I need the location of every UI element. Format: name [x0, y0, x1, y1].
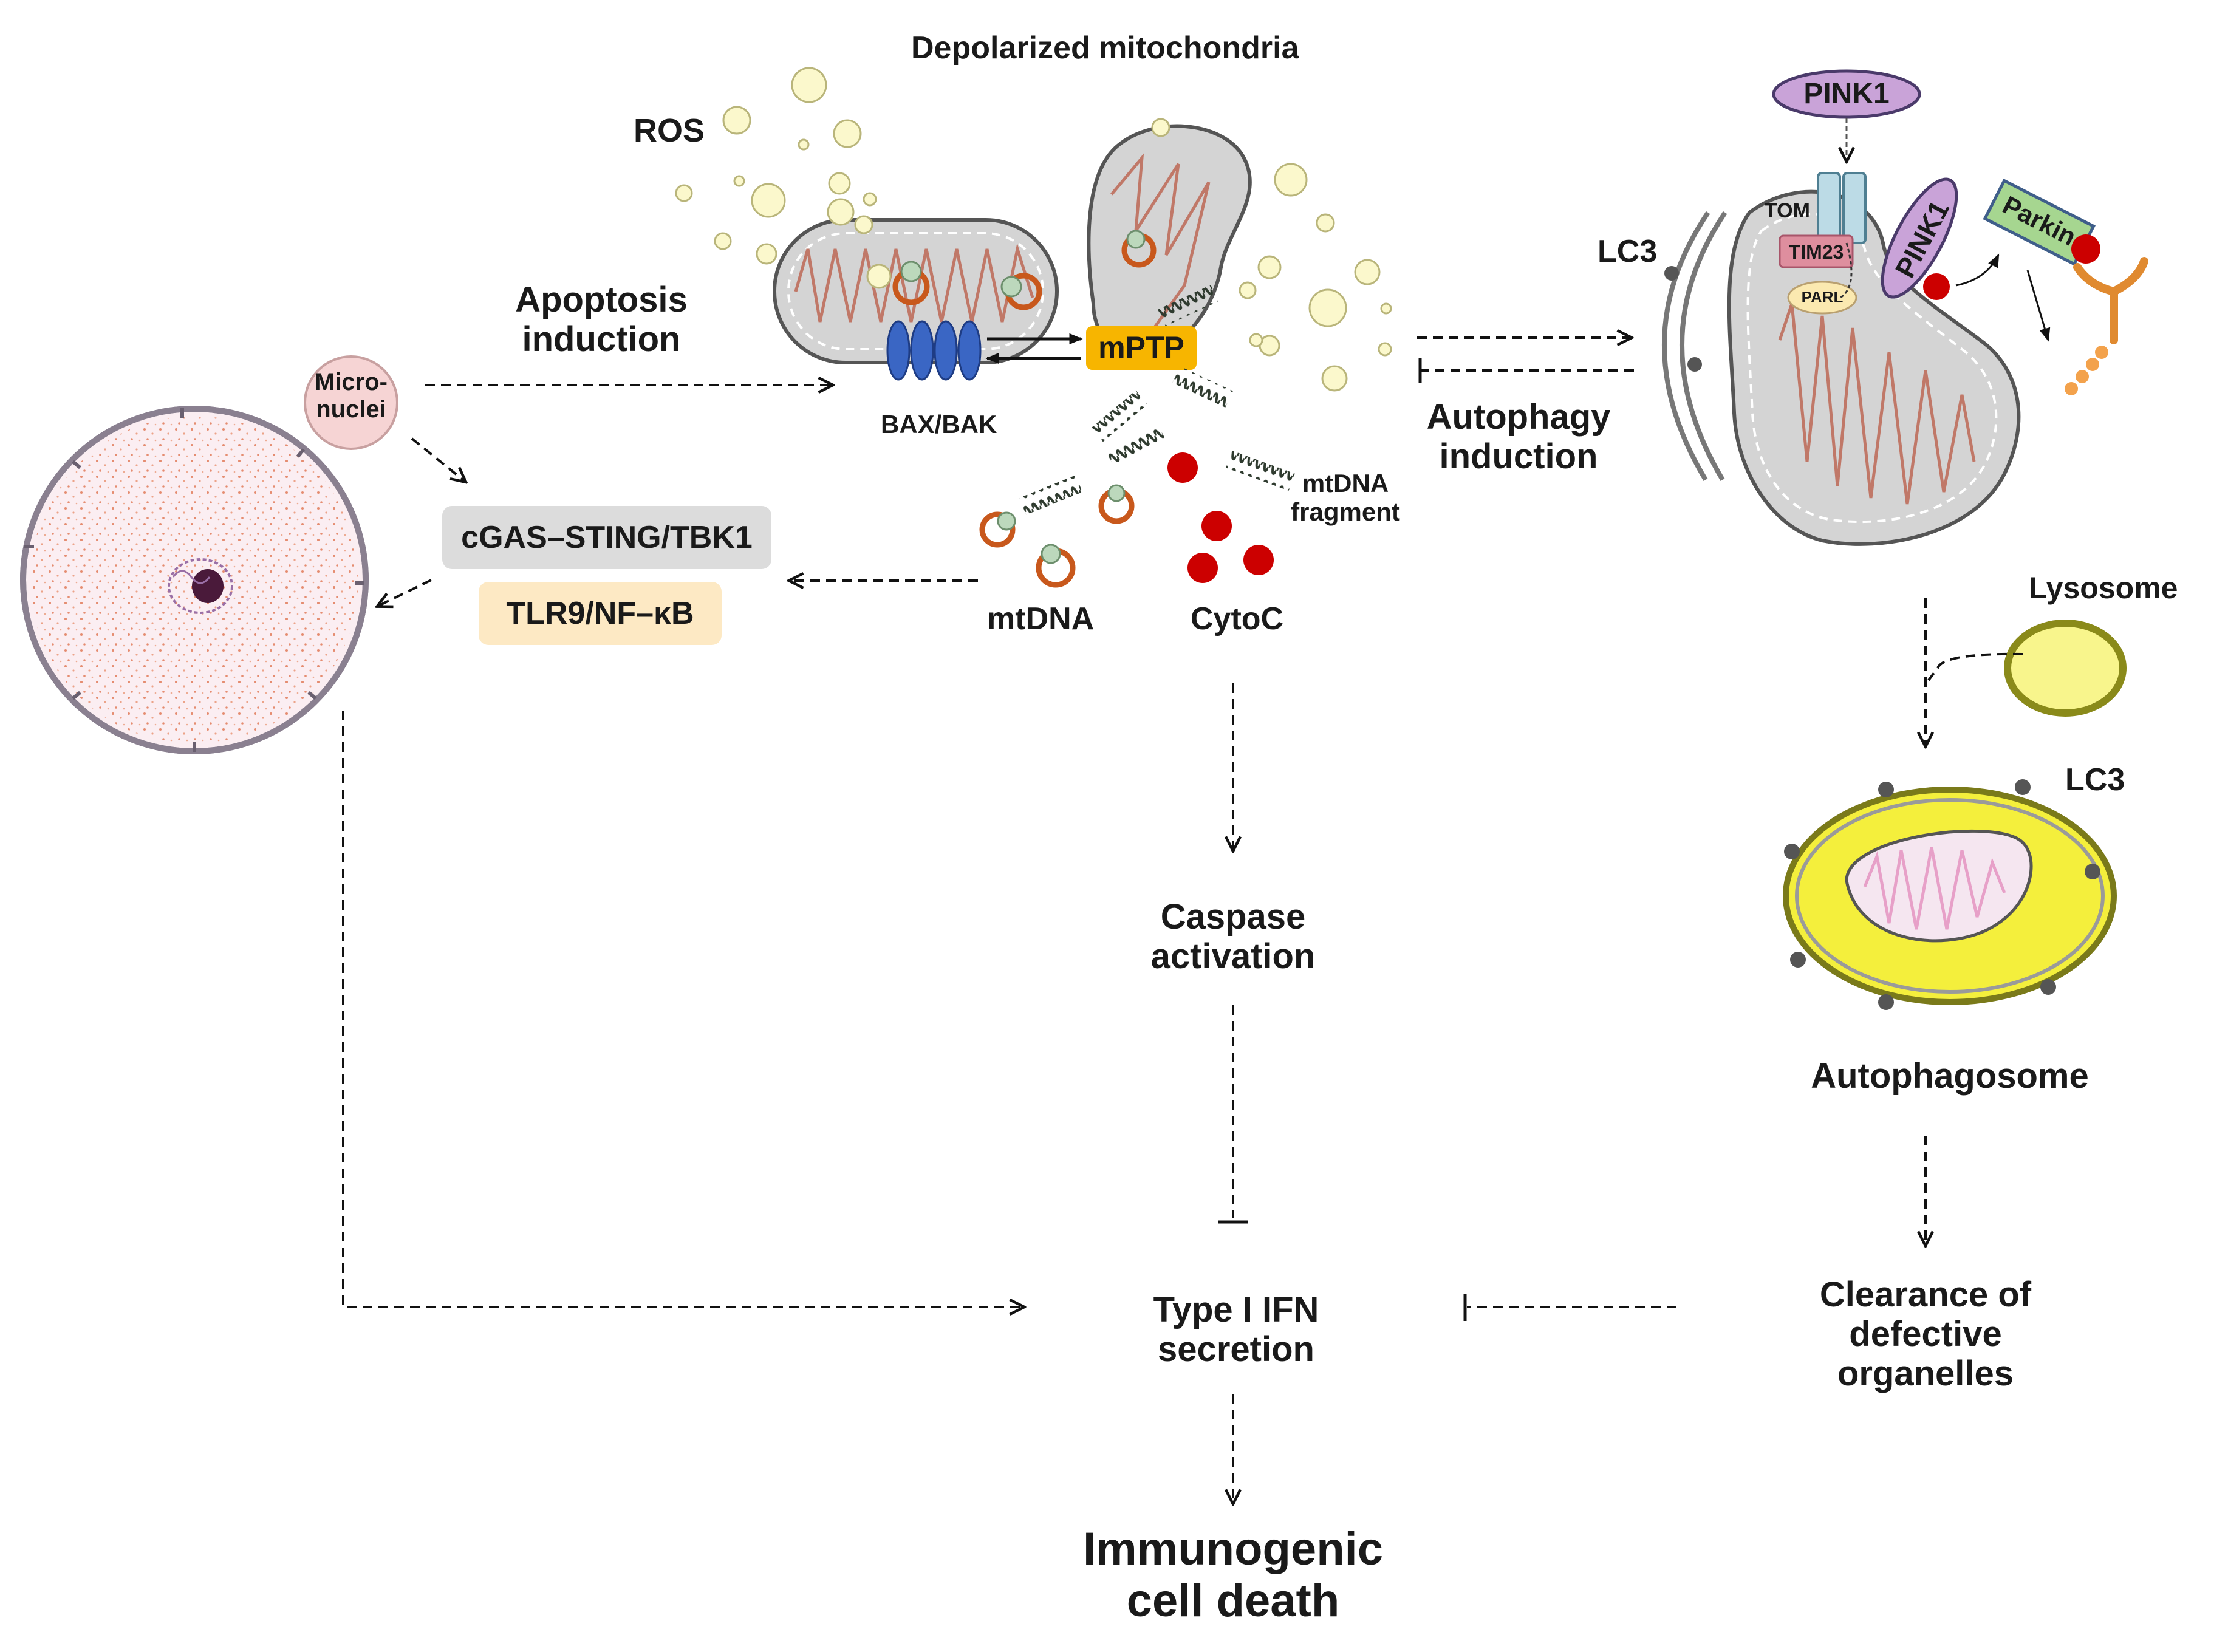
label-mtdna-fragment: mtDNA fragment	[1291, 469, 1400, 527]
ros-bubbles	[675, 67, 1392, 392]
mito-pink1-parkin	[1727, 189, 2021, 546]
tom-channel	[1817, 172, 1867, 244]
label-ros: ROS	[634, 112, 705, 149]
bax-bak-pore	[886, 320, 982, 381]
mtdna-nucleoids	[900, 230, 1146, 564]
parkin-ub-arrow	[2026, 270, 2051, 342]
label-mptp: mPTP	[1098, 330, 1184, 364]
lc3-phagophore	[1662, 211, 1727, 482]
label-type-i-ifn: Type I IFN secretion	[1153, 1290, 1319, 1369]
pink1-mid-ellipse	[1881, 177, 1958, 299]
label-tim23: TIM23	[1788, 241, 1844, 263]
tlr9-nfkb-box: TLR9/NF–κB	[479, 582, 722, 645]
label-clearance: Clearance of defective organelles	[1819, 1275, 2032, 1393]
label-tom: TOM	[1765, 199, 1810, 222]
mito-left	[773, 218, 1059, 364]
title-depolarized-mitochondria: Depolarized mitochondria	[911, 30, 1299, 66]
label-cytoc: CytoC	[1191, 601, 1284, 637]
tim23-box	[1779, 234, 1854, 268]
arrow-sensors-to-nucleus	[378, 579, 432, 606]
ubiquitin-chain	[2065, 346, 2108, 395]
label-autophagy-induction: Autophagy induction	[1426, 397, 1611, 476]
mtdna-fragments	[1019, 285, 1295, 515]
label-mtdna: mtDNA	[987, 601, 1095, 637]
nucleolus-chromatin	[168, 558, 233, 614]
cgas-sting-box: cGAS–STING/TBK1	[442, 506, 771, 569]
mptp-box	[1086, 326, 1197, 370]
parl-ellipse	[1787, 281, 1857, 315]
label-parl: PARL	[1801, 288, 1844, 306]
label-immunogenic-cell-death: Immunogenic cell death	[1082, 1523, 1384, 1627]
label-micronuclei: Micro- nuclei	[315, 369, 388, 423]
label-lc3-bottom: LC3	[2065, 762, 2125, 797]
receptor-y	[2073, 257, 2148, 344]
arrow-lysosome-merge	[1927, 652, 2023, 681]
pink1-parkin-arrow	[1955, 253, 2000, 287]
ubiquitin-dot-2	[2071, 234, 2100, 264]
pink1-top-ellipse	[1772, 69, 1921, 119]
label-lc3-top: LC3	[1598, 234, 1658, 269]
parl-cleavage-line	[1840, 242, 1853, 299]
label-autophagosome: Autophagosome	[1811, 1056, 2089, 1096]
label-bax-bak: BAX/BAK	[881, 410, 997, 439]
label-apoptosis-induction: Apoptosis induction	[515, 280, 688, 359]
cytoc-dots	[1167, 452, 1274, 583]
ubiquitin-dot-1	[1923, 273, 1950, 300]
arrow-nucleus-to-ifn	[342, 711, 1023, 1307]
arrow-micronuclei-to-cgas	[411, 437, 465, 482]
lysosome-ellipse	[2004, 620, 2127, 717]
label-caspase-activation: Caspase activation	[1150, 897, 1316, 976]
label-pink1-top: PINK1	[1803, 78, 1890, 110]
micronuclei-circle	[304, 355, 398, 450]
autophagosome	[1783, 779, 2117, 1010]
label-lysosome: Lysosome	[2029, 571, 2178, 605]
